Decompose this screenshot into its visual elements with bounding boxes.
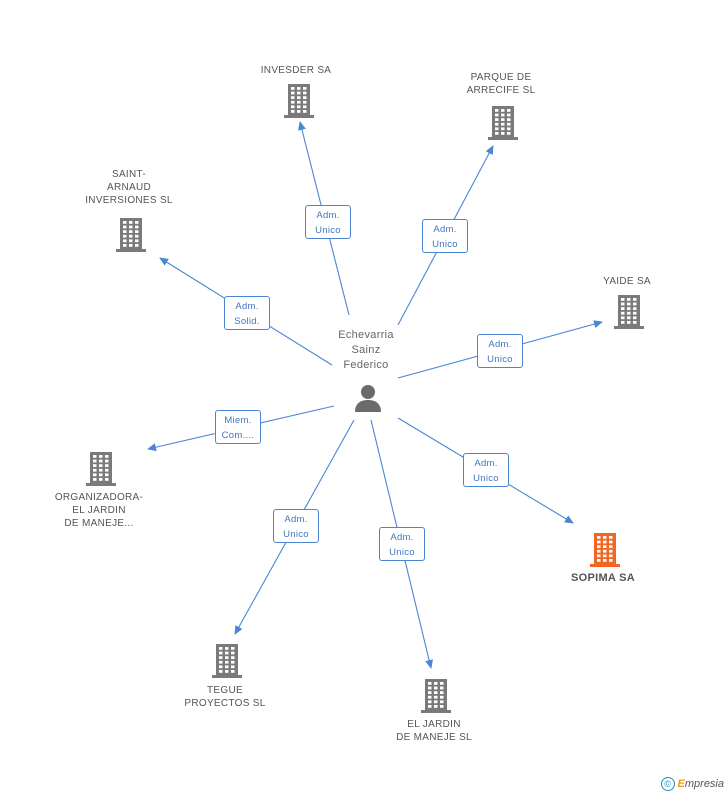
company-label-line: SOPIMA SA [570,572,636,584]
company-label-line: INVERSIONES SL [85,195,173,206]
role-text: Adm. [284,514,308,525]
role-text: Com.... [221,430,255,441]
company-label-line: SAINT- [111,169,147,180]
brand-initial: E [677,778,685,790]
brand-name: mpresia [684,778,724,790]
person-name-line: Echevarria [338,329,394,341]
role-text: Unico [283,529,309,540]
role-box-invesder[interactable]: Adm. Unico [305,205,351,239]
company-label-line: ARRECIFE SL [466,85,536,96]
person-name-line: Sainz [351,344,381,356]
company-label-line: DE MANEJE SL [396,732,472,743]
role-text: Miem. [224,415,252,426]
role-text: Unico [315,225,341,236]
role-text: Unico [487,354,513,365]
role-text: Unico [432,239,458,250]
company-label-line: PROYECTOS SL [184,698,266,709]
building-icon[interactable] [212,644,242,683]
role-box-saint[interactable]: Adm. Solid. [224,296,270,330]
company-label-saint[interactable]: SAINT- ARNAUD INVERSIONES SL [69,168,189,207]
role-text: Adm. [390,532,414,543]
role-box-organizadora[interactable]: Miem. Com.... [215,410,261,444]
copyright-footer[interactable]: ©Empresia [660,777,724,791]
person-name-line: Federico [343,359,389,371]
role-text: Unico [389,547,415,558]
company-label-tegue[interactable]: TEGUE PROYECTOS SL [165,684,285,710]
company-label-parque[interactable]: PARQUE DE ARRECIFE SL [441,71,561,97]
role-box-yaide[interactable]: Adm. Unico [477,334,523,368]
company-label-line: DE MANEJE... [64,518,134,529]
role-box-tegue[interactable]: Adm. Unico [273,509,319,543]
role-text: Adm. [488,339,512,350]
company-label-organizadora[interactable]: ORGANIZADORA- EL JARDIN DE MANEJE... [39,491,159,530]
company-label-line: TEGUE [207,685,243,696]
building-icon[interactable] [614,295,644,334]
company-label-line: EL JARDIN [407,719,461,730]
company-label-invesder[interactable]: INVESDER SA [236,64,356,77]
role-text: Adm. [433,224,457,235]
role-box-parque[interactable]: Adm. Unico [422,219,468,253]
company-label-line: ARNAUD [106,182,152,193]
role-text: Adm. [474,458,498,469]
company-label-yaide[interactable]: YAIDE SA [567,275,687,288]
company-label-line: ORGANIZADORA- [54,492,144,503]
role-text: Unico [473,473,499,484]
building-icon[interactable] [284,84,314,123]
copyright-icon: © [660,777,675,791]
building-icon[interactable] [86,452,116,491]
company-label-line: PARQUE DE [470,72,532,83]
role-text: Adm. [316,210,340,221]
person-icon[interactable] [353,383,383,418]
company-label-eljardin[interactable]: EL JARDIN DE MANEJE SL [374,718,494,744]
building-icon[interactable] [116,218,146,257]
role-text: Solid. [234,316,260,327]
building-icon[interactable] [590,533,620,572]
company-label-line: INVESDER SA [260,65,332,76]
company-label-line: EL JARDIN [72,505,126,516]
company-label-sopima[interactable]: SOPIMA SA [543,572,663,585]
role-text: Adm. [235,301,259,312]
building-icon[interactable] [421,679,451,718]
building-icon[interactable] [488,106,518,145]
role-box-sopima[interactable]: Adm. Unico [463,453,509,487]
company-label-line: YAIDE SA [603,276,651,287]
role-box-eljardin[interactable]: Adm. Unico [379,527,425,561]
